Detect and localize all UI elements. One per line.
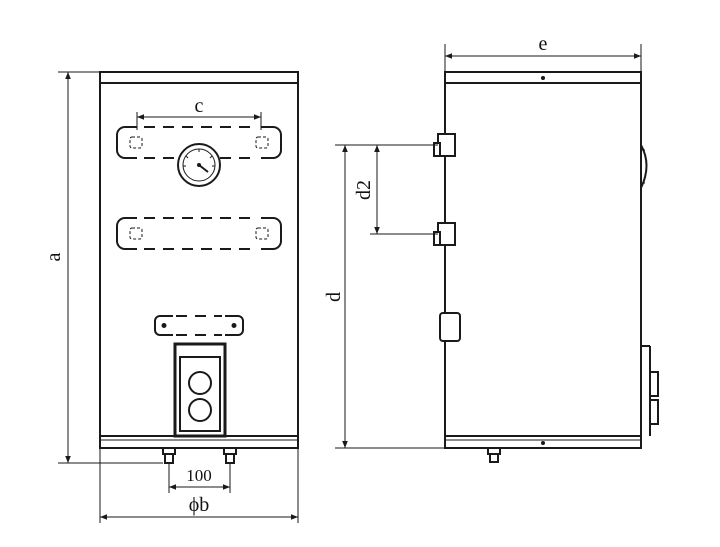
- side-tank-body: [444, 71, 642, 449]
- side-view: [433, 71, 659, 463]
- control-knob-icon: [188, 398, 212, 422]
- dimension-c: c: [136, 95, 262, 130]
- dimension-e: e: [444, 33, 642, 72]
- dimension-label-c: c: [195, 95, 204, 117]
- side-bottom-pipe: [487, 447, 501, 463]
- dimension-b: ϕb: [99, 448, 299, 523]
- rear-small-bracket: [439, 312, 461, 342]
- side-gauge-bulge: [640, 144, 648, 189]
- upper-wall-hook: [433, 133, 456, 157]
- dimension-100: 100: [168, 463, 231, 493]
- upper-mounting-bracket: [116, 126, 282, 159]
- side-control-housing: [641, 345, 659, 436]
- dimension-label-b: ϕb: [189, 494, 210, 516]
- dimension-a: a: [43, 71, 163, 464]
- front-view: [99, 71, 299, 464]
- bottom-pipe-connections: [162, 447, 237, 464]
- dimension-d2: d2: [353, 145, 438, 235]
- dimension-label-a: a: [43, 252, 65, 261]
- small-wall-bracket: [154, 315, 244, 336]
- thermometer-gauge-icon: [177, 143, 221, 187]
- dimension-label-d: d: [323, 292, 345, 302]
- dimension-d: d: [323, 144, 445, 449]
- dimension-label-100: 100: [186, 466, 212, 485]
- control-panel: [173, 342, 227, 438]
- dimension-label-d2: d2: [353, 180, 375, 200]
- dimension-label-e: e: [539, 33, 548, 55]
- control-knob-icon: [188, 371, 212, 395]
- lower-mounting-bracket: [116, 217, 282, 250]
- front-tank-body: [99, 71, 299, 449]
- lower-wall-hook: [433, 222, 456, 246]
